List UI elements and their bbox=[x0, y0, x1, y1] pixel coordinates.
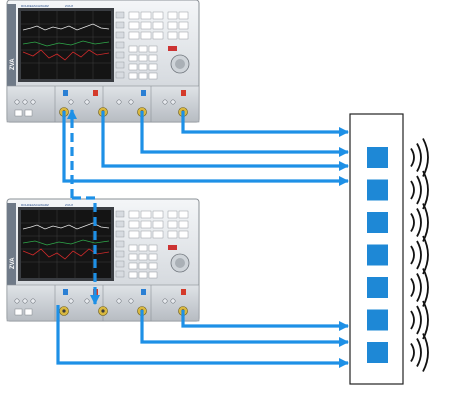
radiation-wave-icon bbox=[416, 208, 422, 237]
cable-top-port2 bbox=[101, 111, 350, 172]
top-analyzer-model: ZVA 8 bbox=[65, 4, 73, 8]
antenna-array bbox=[349, 113, 429, 385]
antenna-element bbox=[367, 342, 388, 363]
radiation-wave-icon bbox=[410, 278, 415, 297]
antenna-element bbox=[367, 147, 388, 168]
cable-bottom-port3 bbox=[140, 310, 350, 348]
radiation-wave-icon bbox=[416, 273, 422, 302]
radiation-wave-icon bbox=[416, 305, 422, 335]
antenna-element bbox=[367, 212, 388, 233]
cable-top-port3 bbox=[140, 111, 350, 158]
antenna-element bbox=[367, 244, 388, 266]
bottom-analyzer-side-logo: ZVA bbox=[10, 257, 16, 269]
radiation-wave-icon bbox=[410, 180, 415, 200]
radiation-wave-icon bbox=[410, 310, 415, 330]
radiation-wave-icon bbox=[410, 343, 415, 362]
radiation-wave-icon bbox=[416, 338, 422, 367]
bottom-analyzer-brand: ROHDE&SCHWARZ bbox=[21, 203, 49, 207]
radiation-wave-icon bbox=[410, 148, 415, 167]
bottom-network-analyzer: ROHDE&SCHWARZ ZVA 8 ZVA bbox=[6, 198, 200, 322]
dashed-link-down bbox=[72, 196, 101, 306]
radiation-wave-icon bbox=[416, 240, 422, 270]
cable-bottom-port4 bbox=[181, 310, 350, 332]
radiation-wave-icon bbox=[416, 143, 422, 172]
antenna-element bbox=[367, 179, 388, 201]
cable-top-port1 bbox=[62, 111, 350, 187]
radiation-wave-icon bbox=[422, 333, 429, 372]
top-analyzer-side-logo: ZVA bbox=[10, 58, 16, 70]
top-network-analyzer: ROHDE&SCHWARZ ZVA 8 ZVA bbox=[6, 0, 200, 123]
antenna-element bbox=[367, 277, 388, 298]
cable-top-port4 bbox=[181, 111, 350, 138]
radiation-wave-icon bbox=[410, 213, 415, 232]
bottom-analyzer-model: ZVA 8 bbox=[65, 203, 73, 207]
antenna-element bbox=[367, 309, 388, 331]
radiation-wave-icon bbox=[410, 245, 415, 265]
cable-bottom-port1 bbox=[56, 305, 350, 369]
top-analyzer-brand: ROHDE&SCHWARZ bbox=[21, 4, 49, 8]
radiation-wave-icon bbox=[416, 175, 422, 205]
